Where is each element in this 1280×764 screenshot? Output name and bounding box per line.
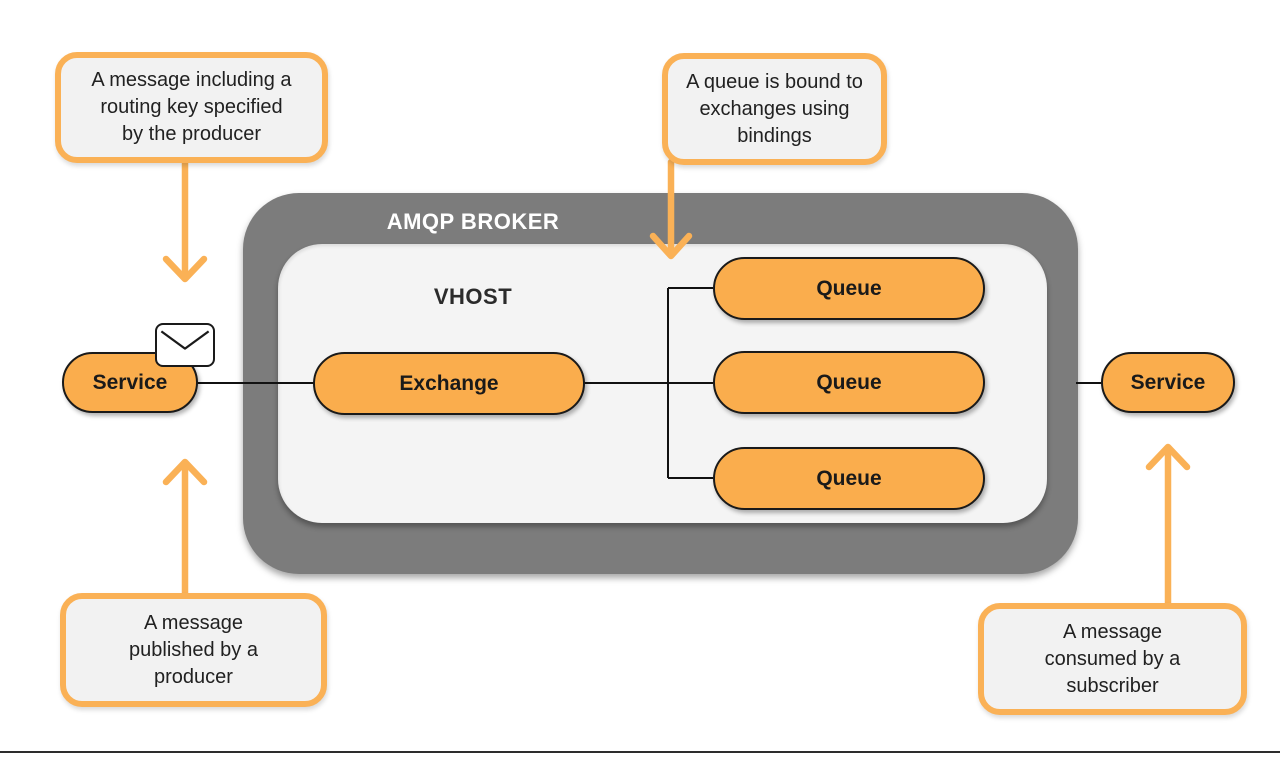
callout-consumed: A message consumed by a subscriber: [978, 603, 1247, 715]
message-envelope-icon: [155, 323, 215, 367]
node-exchange-label: Exchange: [399, 371, 499, 395]
envelope-flap-icon: [160, 330, 210, 350]
node-service-consumer-label: Service: [1130, 370, 1206, 394]
node-queue-3-label: Queue: [816, 466, 882, 490]
node-queue-3: Queue: [713, 447, 985, 510]
node-queue-1-label: Queue: [816, 276, 882, 300]
arrow-binding-down-icon: [649, 158, 693, 260]
vhost-label: VHOST: [433, 284, 513, 309]
callout-binding: A queue is bound to exchanges using bind…: [662, 53, 887, 165]
bottom-divider-line: [0, 751, 1280, 753]
node-service-producer: Service: [62, 352, 198, 413]
node-queue-2: Queue: [713, 351, 985, 414]
node-queue-1: Queue: [713, 257, 985, 320]
node-service-producer-label: Service: [92, 370, 168, 394]
node-service-consumer: Service: [1101, 352, 1235, 413]
callout-published: A message published by a producer: [60, 593, 327, 707]
arrow-published-up-icon: [162, 458, 208, 600]
callout-routing-key: A message including a routing key specif…: [55, 52, 328, 163]
arrow-routing-key-down-icon: [162, 156, 208, 283]
arrow-consumed-up-icon: [1145, 443, 1191, 610]
amqp-broker-label: AMQP BROKER: [386, 209, 560, 234]
node-exchange: Exchange: [313, 352, 585, 415]
node-queue-2-label: Queue: [816, 370, 882, 394]
